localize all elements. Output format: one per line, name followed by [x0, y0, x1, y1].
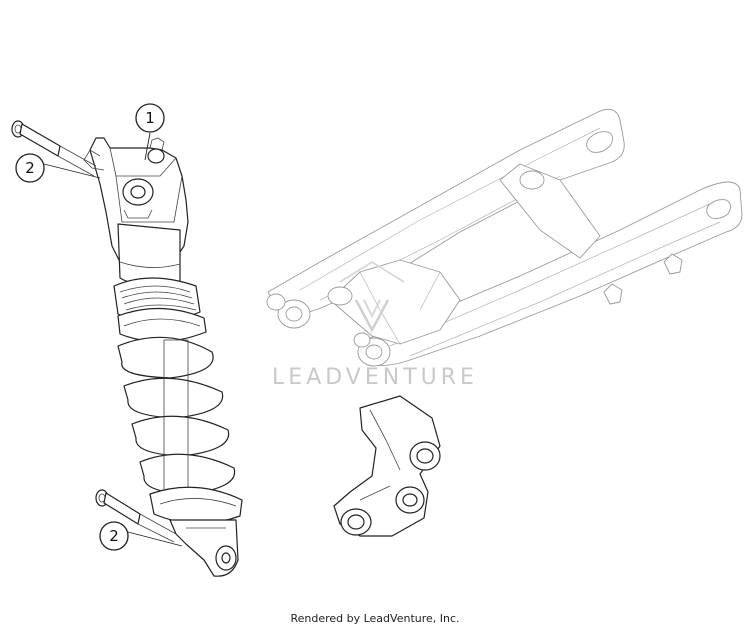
callout-1-label: 1 [145, 109, 155, 127]
render-credit: Rendered by LeadVenture, Inc. [290, 612, 460, 625]
leadventure-watermark: LEADVENTURE [272, 260, 478, 390]
watermark-logo-mark [339, 260, 405, 333]
callout-1[interactable]: 1 [135, 103, 165, 161]
watermark-text: LEADVENTURE [272, 365, 478, 390]
shock-absorber-part[interactable] [83, 137, 243, 577]
lower-mount-bolt[interactable] [95, 489, 177, 543]
callout-2-lower-label: 2 [109, 527, 119, 545]
callout-2-upper-label: 2 [25, 159, 35, 177]
swingarm-part[interactable] [266, 108, 743, 367]
callout-2-upper[interactable]: 2 [15, 153, 101, 183]
linkage-lever-part[interactable] [333, 395, 441, 537]
upper-mount-bolt[interactable] [11, 120, 97, 177]
callout-2-lower[interactable]: 2 [99, 521, 183, 551]
